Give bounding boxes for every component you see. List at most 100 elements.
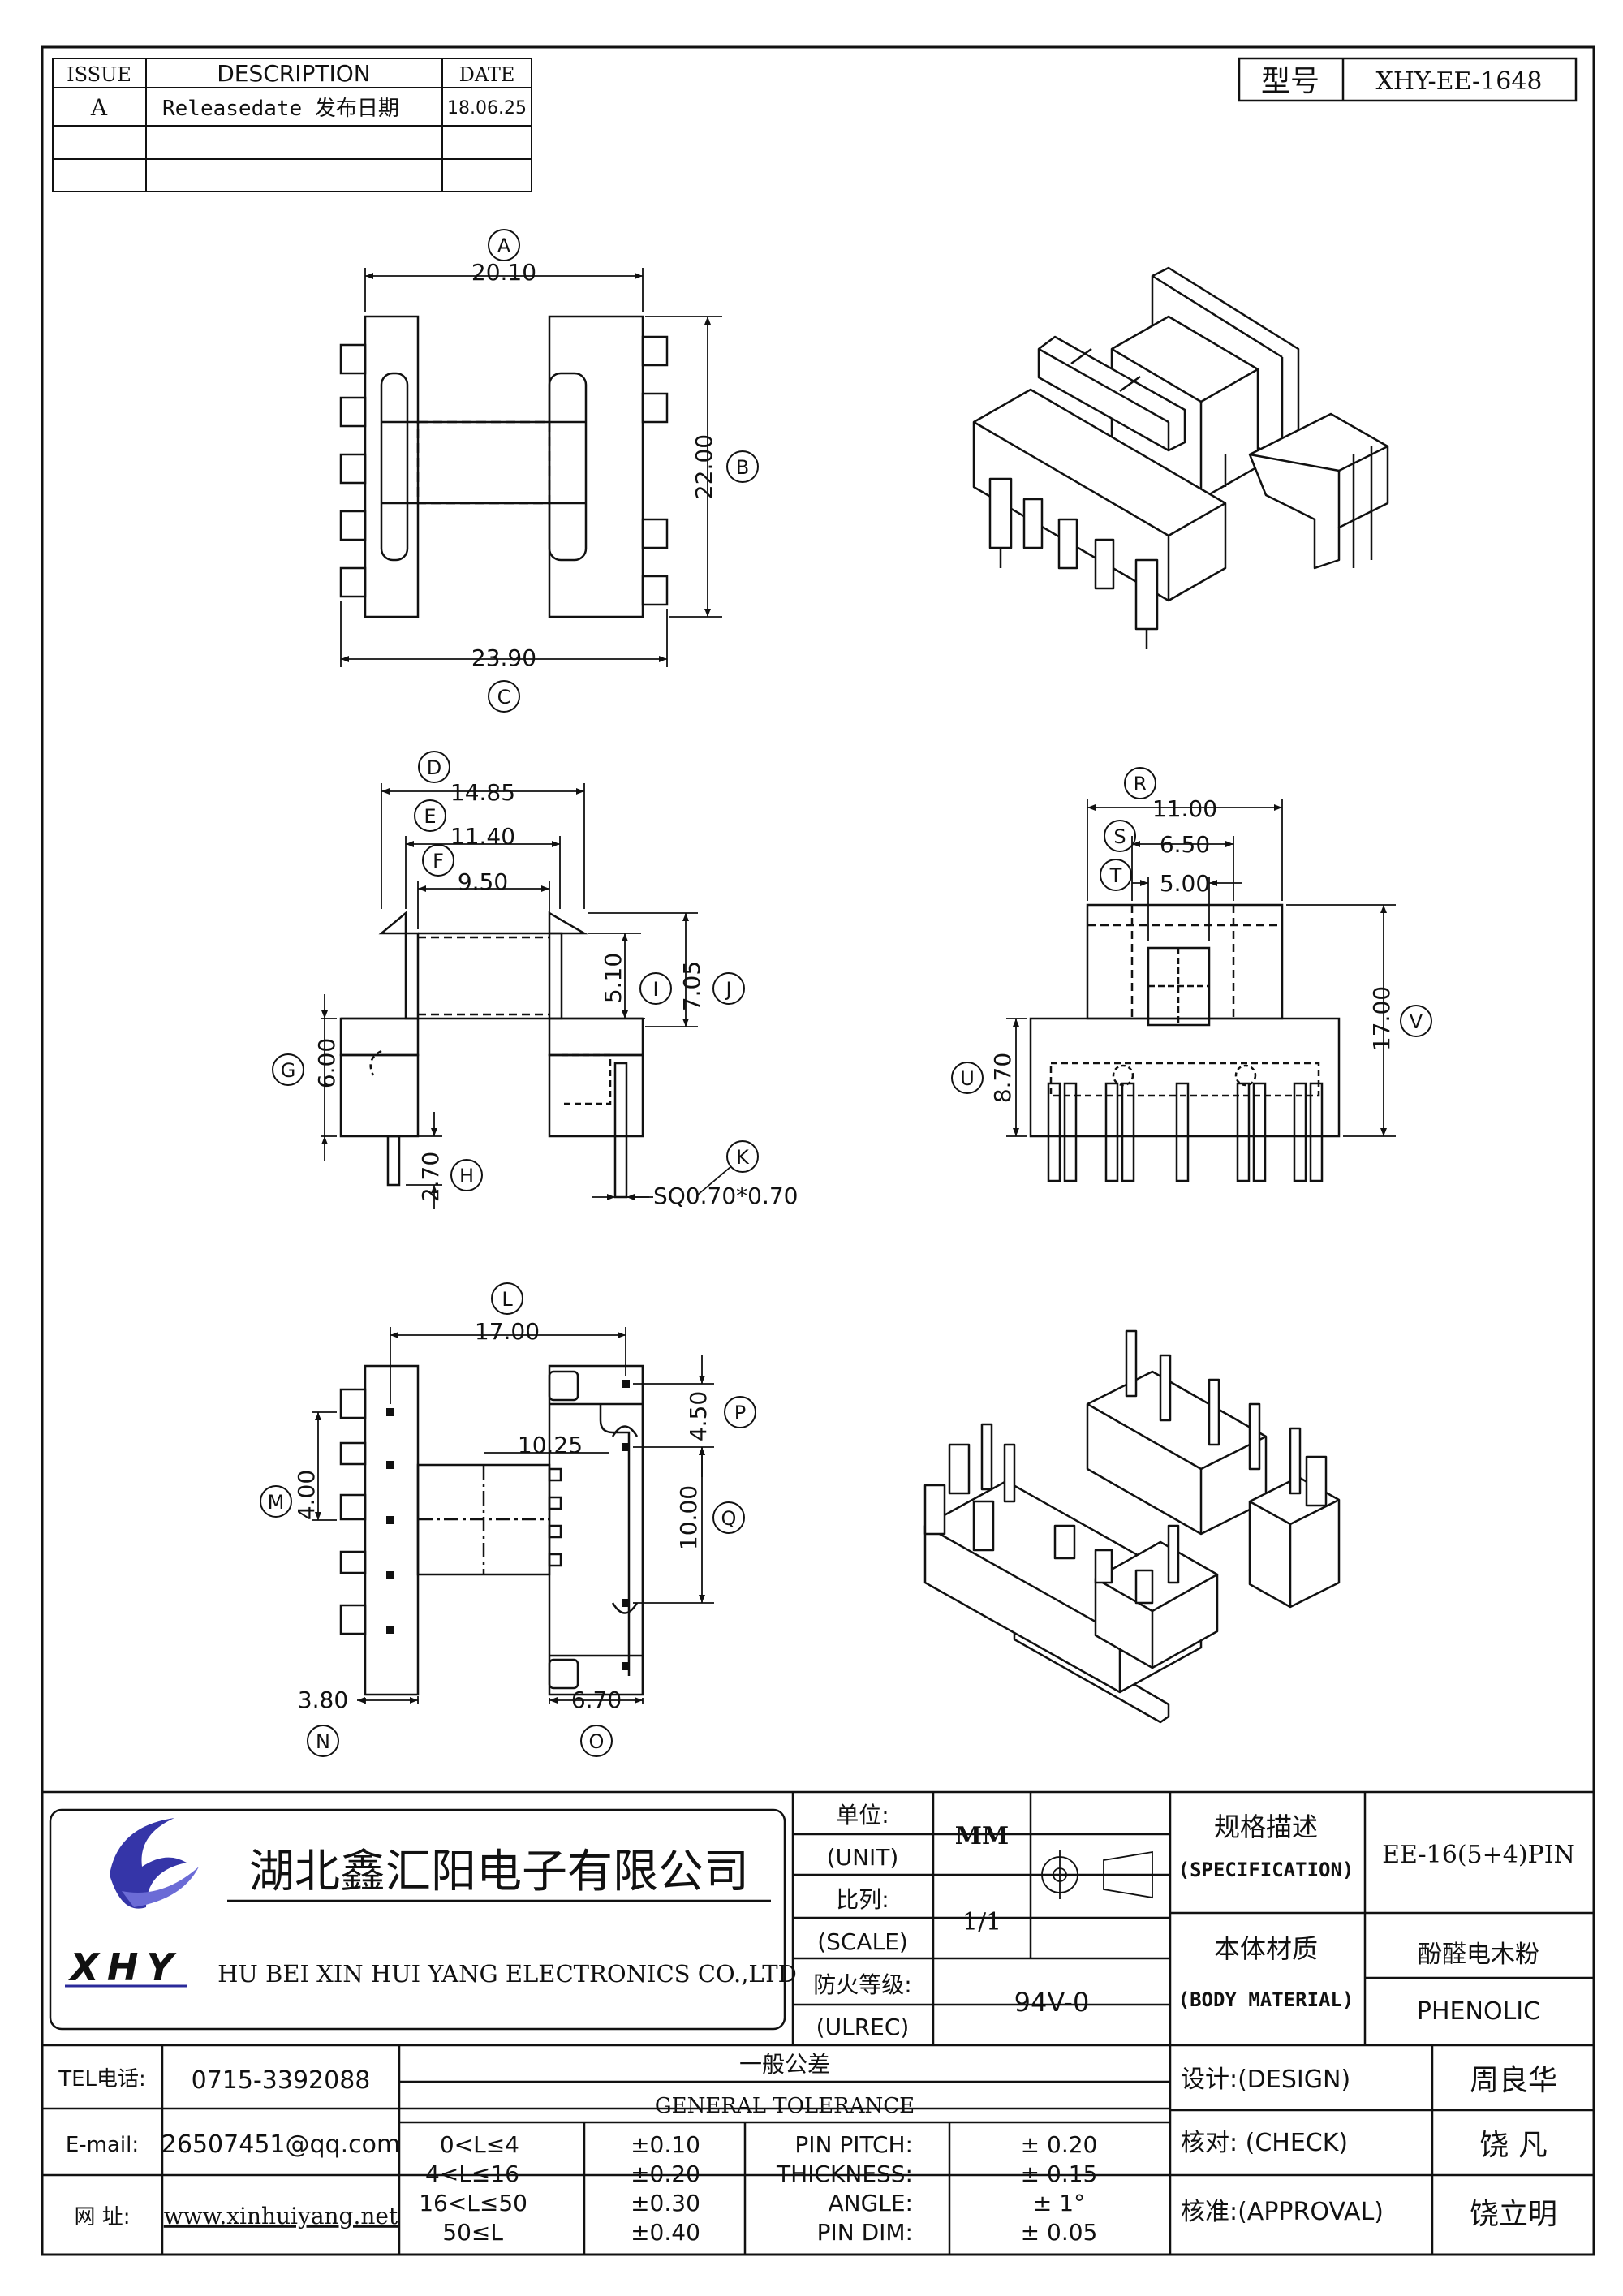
rev-header-date: DATE bbox=[459, 63, 515, 86]
isometric-view-top bbox=[972, 266, 1389, 649]
dim-R-letter: R bbox=[1134, 773, 1147, 795]
design-label: 设计:(DESIGN) bbox=[1181, 2066, 1350, 2094]
unit-label-cn: 单位: bbox=[836, 1802, 889, 1829]
rev-row-date: 18.06.25 bbox=[447, 98, 527, 118]
email-label: E-mail: bbox=[66, 2133, 139, 2157]
dim-F-letter: F bbox=[433, 850, 444, 872]
fire-label-en: (ULREC) bbox=[816, 2014, 910, 2040]
rev-row-description: Releasedate 发布日期 bbox=[162, 97, 399, 121]
dim-E-value: 11.40 bbox=[450, 823, 515, 850]
dim-R-marker bbox=[1124, 767, 1156, 799]
dim-L-value: 17.00 bbox=[475, 1318, 540, 1345]
top-view bbox=[339, 315, 669, 618]
unit-value: MM bbox=[955, 1822, 1009, 1850]
front-view bbox=[1029, 903, 1341, 1182]
dim-H-marker bbox=[450, 1159, 483, 1191]
company-box bbox=[49, 1808, 786, 2031]
dim-R-value: 11.00 bbox=[1152, 795, 1217, 822]
dim-U-value: 8.70 bbox=[989, 1053, 1016, 1103]
tol-item-value-1: ± 0.20 bbox=[1021, 2131, 1098, 2158]
dim-B-letter: B bbox=[736, 456, 749, 479]
dim-M-letter: M bbox=[268, 1491, 285, 1514]
spec-label-cn: 规格描述 bbox=[1214, 1811, 1318, 1842]
dim-T-letter: T bbox=[1109, 864, 1122, 887]
rev-header-issue: ISSUE bbox=[67, 63, 131, 86]
side-view-dims bbox=[321, 783, 698, 1209]
dim-E-marker bbox=[414, 799, 446, 832]
dim-F-marker bbox=[422, 844, 454, 877]
dim-V-marker bbox=[1400, 1005, 1432, 1037]
logo-text: XHY bbox=[67, 1945, 181, 1989]
fire-value: 94V-0 bbox=[1014, 1987, 1090, 2018]
dim-V-letter: V bbox=[1410, 1010, 1423, 1033]
dim-G-marker bbox=[272, 1053, 304, 1086]
check-label: 核对: (CHECK) bbox=[1181, 2129, 1348, 2157]
dim-K-marker bbox=[726, 1140, 759, 1173]
front-view-dims bbox=[1006, 799, 1396, 1137]
dim-C-marker bbox=[488, 680, 520, 713]
tol-range-4: 50≤L bbox=[442, 2219, 503, 2246]
dim-K-value: SQ0.70*0.70 bbox=[653, 1182, 799, 1209]
dim-A-marker bbox=[488, 229, 520, 261]
dim-Q-marker bbox=[712, 1501, 745, 1534]
tolerance-title-cn: 一般公差 bbox=[739, 2051, 830, 2078]
tol-range-1: 0<L≤4 bbox=[440, 2131, 519, 2158]
tol-range-3: 16<L≤50 bbox=[419, 2190, 527, 2216]
tol-value-3: ±0.30 bbox=[631, 2190, 700, 2216]
dim-P-marker bbox=[724, 1396, 756, 1428]
design-value: 周良华 bbox=[1470, 2064, 1557, 2097]
dim-S-marker bbox=[1104, 820, 1136, 852]
bottom-view bbox=[339, 1364, 644, 1696]
approval-label: 核准:(APPROVAL) bbox=[1181, 2198, 1384, 2226]
check-value: 饶 凡 bbox=[1479, 2129, 1547, 2162]
dim-E-letter: E bbox=[424, 805, 436, 828]
dim-A-value: 20.10 bbox=[471, 259, 536, 286]
dim-S-value: 6.50 bbox=[1160, 831, 1210, 858]
model-box bbox=[1238, 57, 1578, 102]
side-view bbox=[339, 911, 644, 1199]
dim-I-value: 5.10 bbox=[600, 953, 626, 1003]
dim-D-marker bbox=[418, 751, 450, 783]
dim-inner-value: 10.25 bbox=[518, 1432, 583, 1458]
approval-value: 饶立明 bbox=[1470, 2198, 1557, 2231]
dim-J-value: 7.05 bbox=[678, 961, 705, 1011]
tol-item-value-3: ± 1° bbox=[1033, 2190, 1085, 2216]
tol-item-3: ANGLE: bbox=[828, 2190, 913, 2216]
tel-value: 0715-3392088 bbox=[192, 2066, 371, 2095]
dim-A-letter: A bbox=[497, 235, 511, 257]
dim-J-marker bbox=[712, 972, 745, 1005]
fire-label-cn: 防火等级: bbox=[813, 1971, 911, 1998]
dim-N-letter: N bbox=[316, 1730, 330, 1753]
dim-T-value: 5.00 bbox=[1160, 870, 1210, 897]
dim-N-value: 3.80 bbox=[298, 1686, 348, 1713]
dim-V-value: 17.00 bbox=[1368, 986, 1395, 1051]
dim-O-marker bbox=[580, 1725, 613, 1757]
company-logo: XHY bbox=[65, 1818, 199, 1989]
rev-header-description: DESCRIPTION bbox=[217, 60, 371, 87]
tol-value-2: ±0.20 bbox=[631, 2160, 700, 2187]
dim-H-letter: H bbox=[459, 1165, 474, 1187]
unit-label-en: (UNIT) bbox=[827, 1844, 899, 1871]
dim-C-value: 23.90 bbox=[471, 644, 536, 671]
dim-K-letter: K bbox=[736, 1146, 750, 1169]
dim-I-marker bbox=[639, 972, 672, 1005]
dim-N-marker bbox=[307, 1725, 339, 1757]
scale-label-cn: 比列: bbox=[836, 1886, 889, 1913]
dim-L-letter: L bbox=[502, 1288, 513, 1311]
dim-P-letter: P bbox=[734, 1402, 746, 1424]
dim-O-letter: O bbox=[589, 1730, 605, 1753]
tol-range-2: 4<L≤16 bbox=[425, 2160, 519, 2187]
dim-P-value: 4.50 bbox=[685, 1391, 712, 1441]
drawing-border bbox=[41, 45, 1595, 2256]
model-label: 型号 bbox=[1261, 65, 1319, 98]
web-value[interactable]: www.xinhuiyang.net bbox=[164, 2203, 398, 2229]
material-label-cn: 本体材质 bbox=[1214, 1933, 1318, 1964]
pin-markers bbox=[386, 1380, 630, 1670]
dim-M-marker bbox=[260, 1485, 292, 1518]
dim-M-value: 4.00 bbox=[293, 1470, 320, 1520]
scale-label-en: (SCALE) bbox=[817, 1928, 908, 1955]
dim-C-letter: C bbox=[497, 686, 511, 709]
tol-value-1: ±0.10 bbox=[631, 2131, 700, 2158]
spec-value: EE-16(5+4)PIN bbox=[1382, 1841, 1575, 1869]
